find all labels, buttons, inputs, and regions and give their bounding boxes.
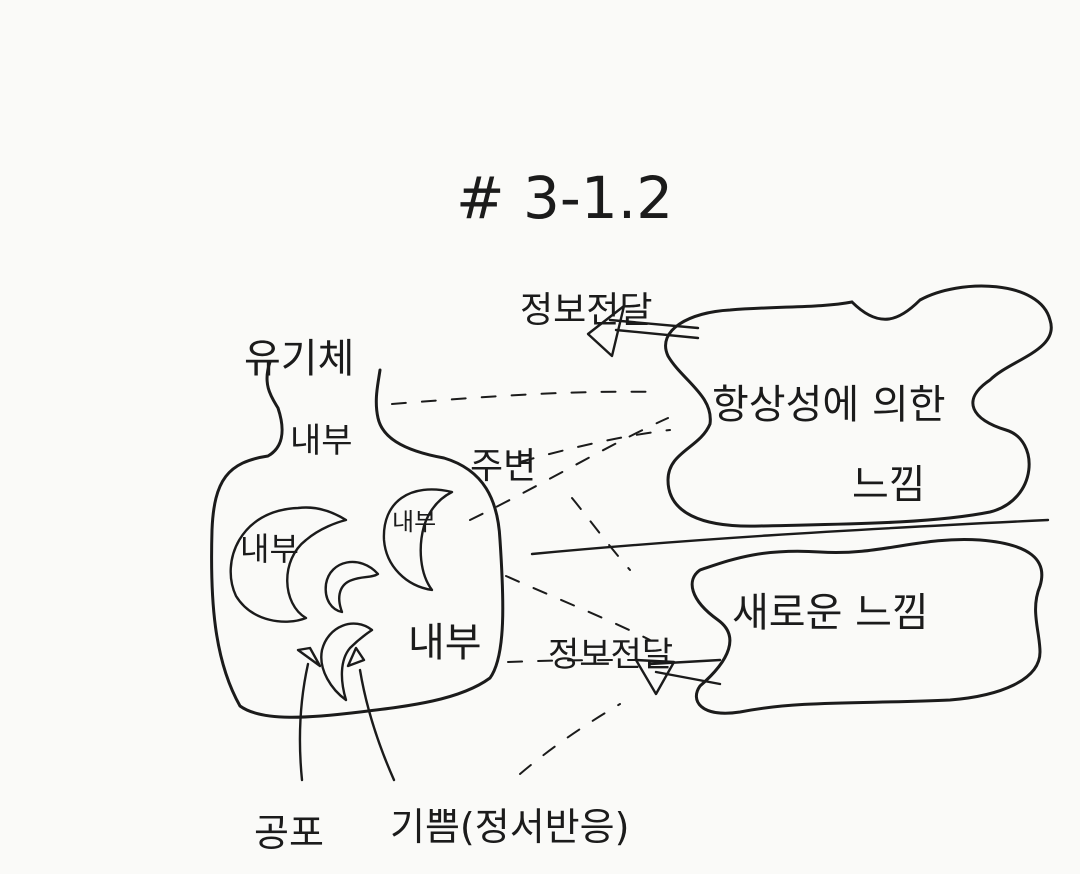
dashed-link-6: [519, 703, 621, 775]
top-cloud: [664, 284, 1053, 528]
inner-bottom-label: 내부: [408, 620, 482, 666]
inner-crescent-small: [320, 622, 374, 702]
divider-line: [530, 518, 1050, 556]
top-arrow-head: [586, 304, 626, 358]
organism-label: 유기체: [244, 336, 354, 382]
bottom-arrow-shaft-1: [648, 658, 722, 666]
bottom-arrow-head: [634, 658, 676, 696]
dashed-link-1: [391, 390, 661, 405]
line-to-joy: [358, 668, 396, 782]
bottom-cloud: [690, 537, 1044, 715]
line-to-fear: [298, 662, 310, 782]
surroundings-label: 주변: [470, 446, 536, 487]
bottom-cloud-line1: 새로운 느낌: [732, 590, 929, 636]
organism-inside-label: 내부: [290, 421, 353, 461]
inner-left-label: 내부: [240, 530, 299, 568]
inner-crescent-middle: [324, 560, 380, 614]
inner-crescent-left: [229, 506, 348, 623]
top-arrow-shaft-2: [614, 328, 700, 340]
inner-right-label: 내부: [392, 508, 436, 536]
top-cloud-line1: 항상성에 의한: [712, 382, 946, 428]
top-transfer-label: 정보전달: [520, 290, 652, 331]
dashed-link-4: [505, 575, 651, 641]
top-arrow-shaft-1: [608, 318, 700, 330]
organism-body: [210, 360, 505, 719]
triangle-left: [296, 646, 322, 668]
triangle-right: [346, 646, 366, 668]
bottom-transfer-label: 정보전달: [548, 635, 673, 675]
top-cloud-line2: 느낌: [852, 462, 926, 508]
fear-label: 공포: [254, 811, 324, 855]
joy-label: 기쁨(정서반응): [390, 805, 629, 849]
dashed-link-7: [571, 497, 631, 571]
dashed-link-3: [519, 429, 671, 463]
diagram-title: # 3-1.2: [456, 164, 673, 232]
dashed-link-5: [507, 659, 641, 663]
inner-crescent-right: [382, 488, 454, 592]
